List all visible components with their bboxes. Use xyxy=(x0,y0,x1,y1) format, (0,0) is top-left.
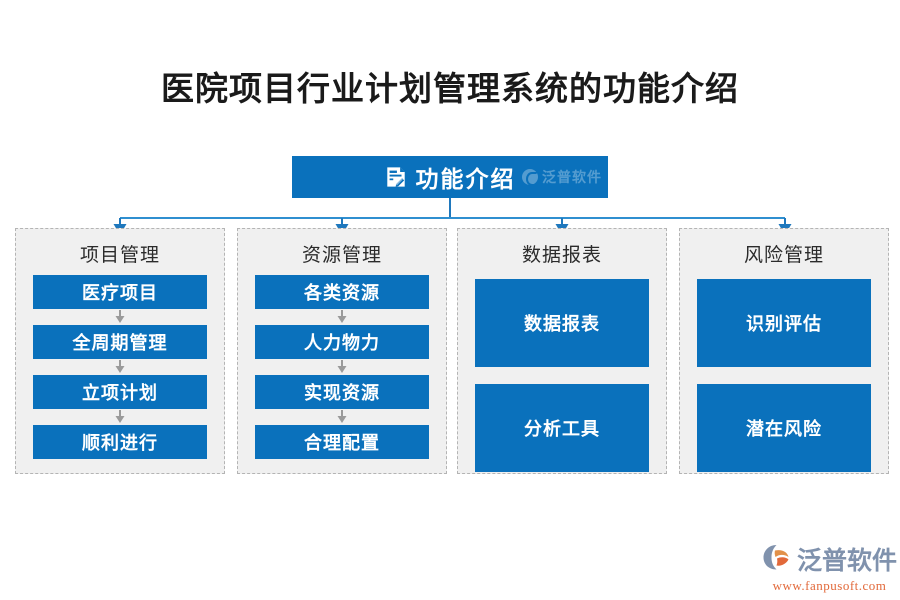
flow-arrow-down-icon xyxy=(33,409,207,425)
group-items: 识别评估 潜在风险 xyxy=(680,275,888,472)
group-column-risk-management: 风险管理 识别评估 潜在风险 xyxy=(679,228,889,474)
flow-arrow-down-icon xyxy=(33,359,207,375)
node-box[interactable]: 分析工具 xyxy=(475,384,649,472)
node-box[interactable]: 潜在风险 xyxy=(697,384,871,472)
flow-arrow-down-icon xyxy=(33,309,207,325)
group-column-data-reports: 数据报表 数据报表 分析工具 xyxy=(457,228,667,474)
root-watermark-text: 泛普软件 xyxy=(542,169,602,185)
root-node-inner: 功能介绍 xyxy=(385,160,516,194)
page-title: 医院项目行业计划管理系统的功能介绍 xyxy=(161,72,739,108)
node-box[interactable]: 各类资源 xyxy=(255,275,429,309)
brand-logo: 泛普软件 www.fanpusoft.com xyxy=(762,541,897,594)
group-column-project-management: 项目管理 医疗项目 全周期管理 立项计划 顺利进行 xyxy=(15,228,225,474)
fanpu-logo-mark-icon xyxy=(762,543,792,576)
brand-name: 泛普软件 xyxy=(797,547,898,575)
node-box[interactable]: 数据报表 xyxy=(475,279,649,367)
document-edit-icon xyxy=(385,166,407,188)
group-title: 项目管理 xyxy=(79,245,160,266)
flow-arrow-down-icon xyxy=(255,409,429,425)
root-watermark: 泛普软件 xyxy=(522,167,602,187)
group-column-resource-management: 资源管理 各类资源 人力物力 实现资源 合理配置 xyxy=(237,228,447,474)
node-box[interactable]: 全周期管理 xyxy=(33,325,207,359)
brand-logo-row: 泛普软件 xyxy=(762,541,897,577)
root-node-label: 功能介绍 xyxy=(415,167,516,192)
root-node[interactable]: 功能介绍 泛普软件 xyxy=(292,156,608,198)
group-title: 风险管理 xyxy=(743,245,824,266)
node-box[interactable]: 医疗项目 xyxy=(33,275,207,309)
group-items: 数据报表 分析工具 xyxy=(458,275,666,472)
group-title: 数据报表 xyxy=(521,245,602,266)
node-box[interactable]: 识别评估 xyxy=(697,279,871,367)
node-box[interactable]: 顺利进行 xyxy=(33,425,207,459)
brand-url: www.fanpusoft.com xyxy=(772,578,887,593)
fanpu-logo-mark-icon xyxy=(522,169,538,186)
group-items: 各类资源 人力物力 实现资源 合理配置 xyxy=(238,275,446,459)
flow-arrow-down-icon xyxy=(255,359,429,375)
node-box[interactable]: 人力物力 xyxy=(255,325,429,359)
node-box[interactable]: 合理配置 xyxy=(255,425,429,459)
group-title: 资源管理 xyxy=(301,245,382,266)
node-box[interactable]: 立项计划 xyxy=(33,375,207,409)
node-box[interactable]: 实现资源 xyxy=(255,375,429,409)
flow-arrow-down-icon xyxy=(255,309,429,325)
group-items: 医疗项目 全周期管理 立项计划 顺利进行 xyxy=(16,275,224,459)
group-columns: 项目管理 医疗项目 全周期管理 立项计划 顺利进行 资源管理 xyxy=(0,228,900,476)
